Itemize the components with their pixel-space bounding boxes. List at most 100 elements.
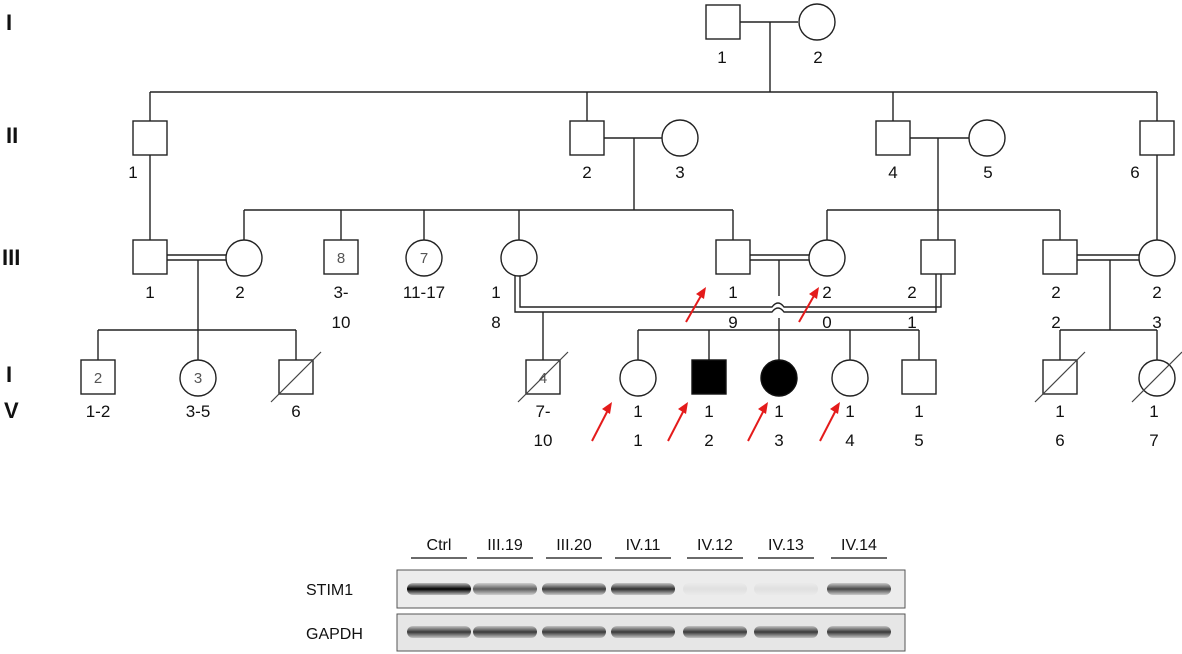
deceased-slash [1034,351,1086,403]
male-II-1 [132,120,168,156]
gen-IV: 2 1-2 3 3-5 6 4 7- 10 1 1 1 2 1 3 1 4 1 … [80,351,1182,450]
proband-arrows [591,287,840,442]
label-IV-11-line1: 1 [633,402,642,421]
blot-lane-label: III.19 [487,537,523,554]
count-IV-females: 3 [194,370,202,387]
male-group-III-3-10 [323,239,359,275]
label-II-5: 5 [983,163,992,182]
consanguinity-union-III-18-21 [514,274,942,365]
label-IV-3-5: 3-5 [186,402,211,421]
label-III-11-17: 11-17 [403,283,445,302]
blot-band-stim1 [827,583,891,595]
label-III-3-10-line1: 3- [333,283,348,302]
deceased-slash [270,351,322,403]
label-I-1: 1 [717,48,726,67]
label-IV-6: 6 [291,402,300,421]
count-IV-males: 2 [94,370,102,387]
female-II-3 [661,119,699,157]
female-III-2 [225,239,263,277]
blot-band-gapdh [542,626,606,638]
generation-label-IV-part2: V [4,398,19,423]
label-IV-7-10-line2: 10 [534,431,553,450]
male-IV-15 [901,359,937,395]
female-group-IV-3-5 [179,359,217,397]
gen-I: 1 2 [705,3,836,92]
blot-band-stim1 [473,583,537,595]
red-arrow-icon [747,402,768,442]
male-III-1 [132,239,168,275]
label-III-22-line2: 2 [1051,313,1060,332]
red-arrow-icon [591,402,612,442]
count-IV-deceased: 4 [539,370,547,387]
blot-band-gapdh [754,626,818,638]
label-IV-12-line1: 1 [704,402,713,421]
female-III-23 [1138,239,1176,277]
label-III-2: 2 [235,283,244,302]
label-IV-15-line2: 5 [914,431,923,450]
generation-label-IV-part1: I [6,362,12,387]
blot-band-gapdh [827,626,891,638]
male-II-2 [569,120,605,156]
label-III-21-line2: 1 [907,313,916,332]
label-I-2: 2 [813,48,822,67]
label-IV-17-line2: 7 [1149,431,1158,450]
label-IV-7-10-line1: 7- [535,402,550,421]
label-IV-16-line2: 6 [1055,431,1064,450]
label-III-1: 1 [145,283,154,302]
blot-row-label-stim1: STIM1 [306,582,353,599]
blot-band-stim1 [611,583,675,595]
label-IV-14-line2: 4 [845,431,854,450]
generation-label-I: I [6,10,12,35]
male-II-4 [875,120,911,156]
label-II-1: 1 [128,163,137,182]
blot-lane-label: Ctrl [427,537,452,554]
female-group-III-11-17 [405,239,443,277]
label-III-23-line2: 3 [1152,313,1161,332]
blot-band-stim1 [407,583,471,595]
blot-band-gapdh [473,626,537,638]
generation-label-II: II [6,123,18,148]
label-IV-16-line1: 1 [1055,402,1064,421]
label-IV-1-2: 1-2 [86,402,111,421]
label-IV-13-line1: 1 [774,402,783,421]
label-III-3-10-line2: 10 [332,313,351,332]
affected-female-IV-13 [760,359,798,397]
label-III-23-line1: 2 [1152,283,1161,302]
female-IV-14 [831,359,869,397]
red-arrow-icon [819,402,840,442]
label-IV-15-line1: 1 [914,402,923,421]
red-arrow-icon [798,287,819,323]
blot-band-gapdh [611,626,675,638]
blot-lane-label: IV.12 [697,537,733,554]
blot-row-label-gapdh: GAPDH [306,626,363,643]
female-III-20 [808,239,846,277]
blot-band-gapdh [683,626,747,638]
label-II-4: 4 [888,163,897,182]
blot-bands [407,583,891,638]
label-III-19-line1: 1 [728,283,737,302]
male-II-6 [1139,120,1175,156]
label-III-20-line2: 0 [822,313,831,332]
label-III-18-line1: 1 [491,283,500,302]
label-IV-14-line1: 1 [845,402,854,421]
label-IV-17-line1: 1 [1149,402,1158,421]
label-IV-11-line2: 1 [633,431,642,450]
male-group-IV-1-2 [80,359,116,395]
blot-band-stim1 [542,583,606,595]
label-IV-12-line2: 2 [704,431,713,450]
female-I-2 [798,3,836,41]
label-III-19-line2: 9 [728,313,737,332]
label-IV-13-line2: 3 [774,431,783,450]
count-III-females: 7 [420,250,428,267]
label-III-18-line2: 8 [491,313,500,332]
count-III-males: 8 [337,250,345,267]
male-III-21 [920,239,956,275]
female-III-18 [500,239,538,277]
generation-label-III: III [2,245,20,270]
female-II-5 [968,119,1006,157]
blot-lane-label: IV.14 [841,537,877,554]
blot-band-stim1 [754,583,818,595]
